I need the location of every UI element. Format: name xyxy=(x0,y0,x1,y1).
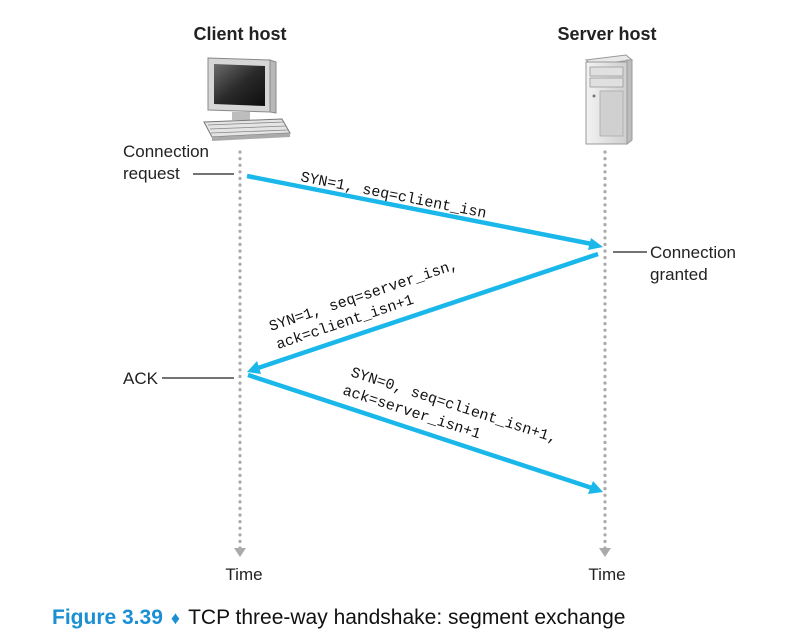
connection-request-line2: request xyxy=(123,164,180,183)
caption-separator: ♦ xyxy=(171,608,180,628)
client-timeline xyxy=(234,150,246,557)
connection-granted-line1: Connection xyxy=(650,243,736,262)
connection-granted-line2: granted xyxy=(650,265,708,284)
syn-message-label: SYN=1, seq=client_isn xyxy=(299,169,488,222)
synack-arrow xyxy=(247,251,599,374)
figure-number: Figure 3.39 xyxy=(52,606,163,629)
ack-label: ACK xyxy=(123,369,159,388)
ack-arrow xyxy=(247,372,603,494)
server-time-label: Time xyxy=(588,565,625,584)
client-host-label: Client host xyxy=(194,24,287,44)
tower-server-icon xyxy=(584,54,634,146)
connection-granted-annotation: Connection granted xyxy=(613,243,736,284)
connection-request-line1: Connection xyxy=(123,142,209,161)
caption-text: TCP three-way handshake: segment exchang… xyxy=(188,606,625,629)
connection-request-annotation: Connection request xyxy=(123,142,234,183)
ack-annotation: ACK xyxy=(123,369,234,388)
client-time-label: Time xyxy=(225,565,262,584)
syn-arrow xyxy=(246,173,603,250)
server-timeline xyxy=(599,150,611,557)
desktop-computer-icon xyxy=(203,57,291,141)
server-host-label: Server host xyxy=(557,24,656,44)
figure-caption: Figure 3.39 ♦ TCP three-way handshake: seg… xyxy=(52,606,625,629)
